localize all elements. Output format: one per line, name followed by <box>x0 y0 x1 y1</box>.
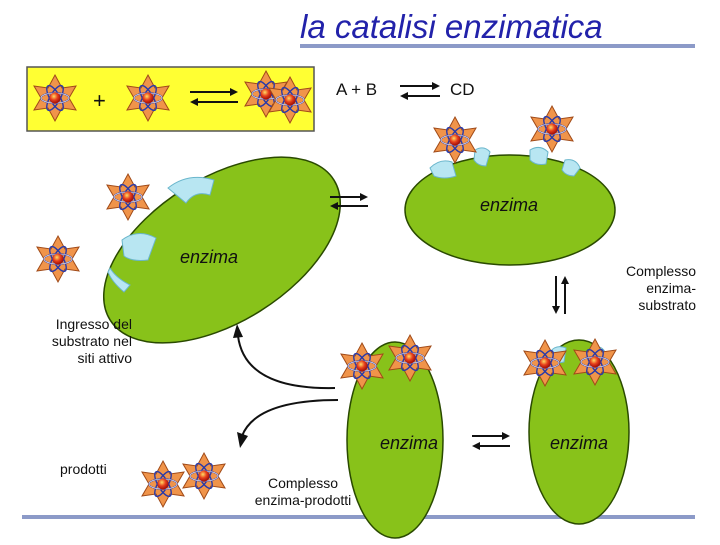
enzyme-product-complex-label: Complesso enzima-prodotti <box>240 475 366 509</box>
enzyme-label-bottom-right: enzima <box>550 433 609 453</box>
release-arrows <box>233 324 339 448</box>
enzyme-bottom-middle <box>346 341 444 539</box>
substrate-entry-line-3: siti attivo <box>77 350 132 366</box>
equilibrium-arrows-right <box>552 276 569 314</box>
enzyme-substrate-complex-label: Complesso enzima- substrato <box>590 263 696 314</box>
enzyme-label-top-right: enzima <box>480 195 539 215</box>
ep-complex-line-2: enzima-prodotti <box>254 492 352 508</box>
page-title: la catalisi enzimatica <box>300 8 603 45</box>
enzyme-top-right <box>404 146 616 266</box>
enzyme-left <box>102 156 342 344</box>
equilibrium-arrows-box <box>190 88 238 106</box>
product-1 <box>141 460 185 508</box>
substrate-entry-line-1: Ingresso del <box>55 316 132 332</box>
plus-sign: + <box>93 88 106 113</box>
reactants-label: A + B <box>336 80 378 99</box>
es-complex-line-1: Complesso <box>625 263 696 279</box>
substrate-bound-2 <box>530 105 574 153</box>
products-label: CD <box>450 80 475 99</box>
equilibrium-arrows-bottom <box>472 432 510 450</box>
product-2 <box>182 452 226 500</box>
substrate-left-1 <box>106 173 150 221</box>
equilibrium-arrows-mid <box>330 193 368 210</box>
products-released-label: prodotti <box>60 461 107 477</box>
equilibrium-arrows-top <box>400 82 440 100</box>
substrate-left-2 <box>36 235 80 283</box>
ep-complex-line-1: Complesso <box>267 475 339 491</box>
enzyme-label-left: enzima <box>180 247 239 267</box>
substrate-entry-line-2: substrato nel <box>51 333 132 349</box>
es-complex-line-3: substrato <box>638 297 696 313</box>
substrate-bound-1 <box>433 116 477 164</box>
substrate-entry-label: Ingresso del substrato nel siti attivo <box>10 316 132 367</box>
enzyme-label-bottom-middle: enzima <box>380 433 439 453</box>
es-complex-line-2: enzima- <box>646 280 696 296</box>
